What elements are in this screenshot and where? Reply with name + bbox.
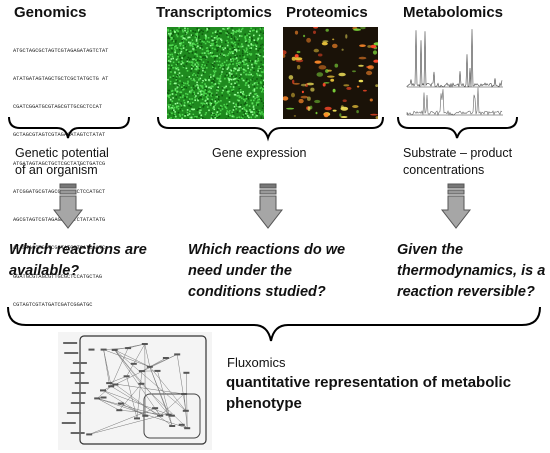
- level-line: Genetic potential: [15, 146, 109, 160]
- microarray-image: [167, 27, 264, 119]
- question-line: Given the: [397, 242, 464, 258]
- level-line: concentrations: [403, 163, 485, 177]
- metabolomics-level-text: Substrate – product concentrations: [403, 145, 512, 179]
- metabolic-network-image: [58, 332, 212, 450]
- question-line: need under the: [188, 263, 292, 279]
- level-line: Gene expression: [212, 146, 307, 160]
- dna-line: ATATGATAGTAGCTGCTCGCTATGCTG AT: [13, 76, 109, 83]
- proteomics-heading: Proteomics: [286, 4, 368, 21]
- genomics-question: Which reactions are available?: [9, 240, 147, 282]
- expression-brace: [157, 116, 384, 142]
- question-line: conditions studied?: [188, 284, 326, 300]
- protein-gel-image: [283, 27, 378, 119]
- transcriptomics-heading: Transcriptomics: [156, 4, 272, 21]
- dna-line: ATGCTAGCGCTAGTCGTAGAGATAGTCTAT: [13, 47, 109, 54]
- genomics-level-text: Genetic potential of an organism: [15, 145, 109, 179]
- fluxomics-description: quantitative representation of metabolic…: [226, 372, 511, 414]
- fluxomics-description-line: quantitative representation of metabolic: [226, 374, 512, 391]
- metabolomics-question: Given the thermodynamics, is a reaction …: [397, 240, 545, 303]
- dna-line: ATCGGATGCGTAGCGTTGCGCTCCATGCT: [13, 188, 106, 195]
- dna-line: ATGATAGTAGCTGCTCGCTATGCTGATCG: [13, 160, 106, 167]
- genomics-heading: Genomics: [14, 4, 87, 21]
- chromatogram-image: [405, 27, 505, 119]
- dna-line: ATAGTAGCTGCTCGCTATGCTGATCGATC: [13, 245, 106, 252]
- dna-line: CGATCGGATGCGTAGCGTTGCGCTCCAT: [13, 104, 103, 111]
- dna-line: AGCGTAGTCGTAGAGATAGTCTATATATG: [13, 217, 106, 224]
- question-line: thermodynamics, is a: [397, 263, 546, 279]
- question-line: available?: [9, 263, 80, 279]
- metabolomics-brace: [397, 116, 518, 139]
- question-line: Which reactions do we: [188, 242, 346, 258]
- dna-sequence: ATGCTAGCGCTAGTCGTAGAGATAGTCTAT ATATGATAG…: [13, 28, 108, 320]
- question-line: reaction reversible?: [397, 284, 535, 300]
- fluxomics-title: Fluxomics: [227, 355, 286, 370]
- expression-question: Which reactions do we need under the con…: [188, 240, 345, 303]
- genomics-brace: [8, 116, 130, 139]
- dna-line: CGTAGTCGTATGATCGATCGGATGC: [13, 301, 93, 308]
- level-line: of an organism: [15, 163, 98, 177]
- fluxomics-description-line: phenotype: [226, 395, 302, 412]
- fluxomics-brace: [7, 306, 541, 342]
- dna-line: GCTAGCGTAGTCGTAGAGATAGTCTATAT: [13, 132, 106, 139]
- expression-down-arrow: [252, 183, 284, 229]
- dna-line: GGATGCGTAGCGTTGCGCTCCATGCTAG: [13, 273, 103, 280]
- genomics-down-arrow: [52, 183, 84, 229]
- metabolomics-heading: Metabolomics: [403, 4, 504, 21]
- question-line: Which reactions are: [9, 242, 147, 258]
- level-line: Substrate – product: [403, 146, 513, 160]
- expression-level-text: Gene expression: [212, 145, 307, 162]
- metabolomics-down-arrow: [440, 183, 472, 229]
